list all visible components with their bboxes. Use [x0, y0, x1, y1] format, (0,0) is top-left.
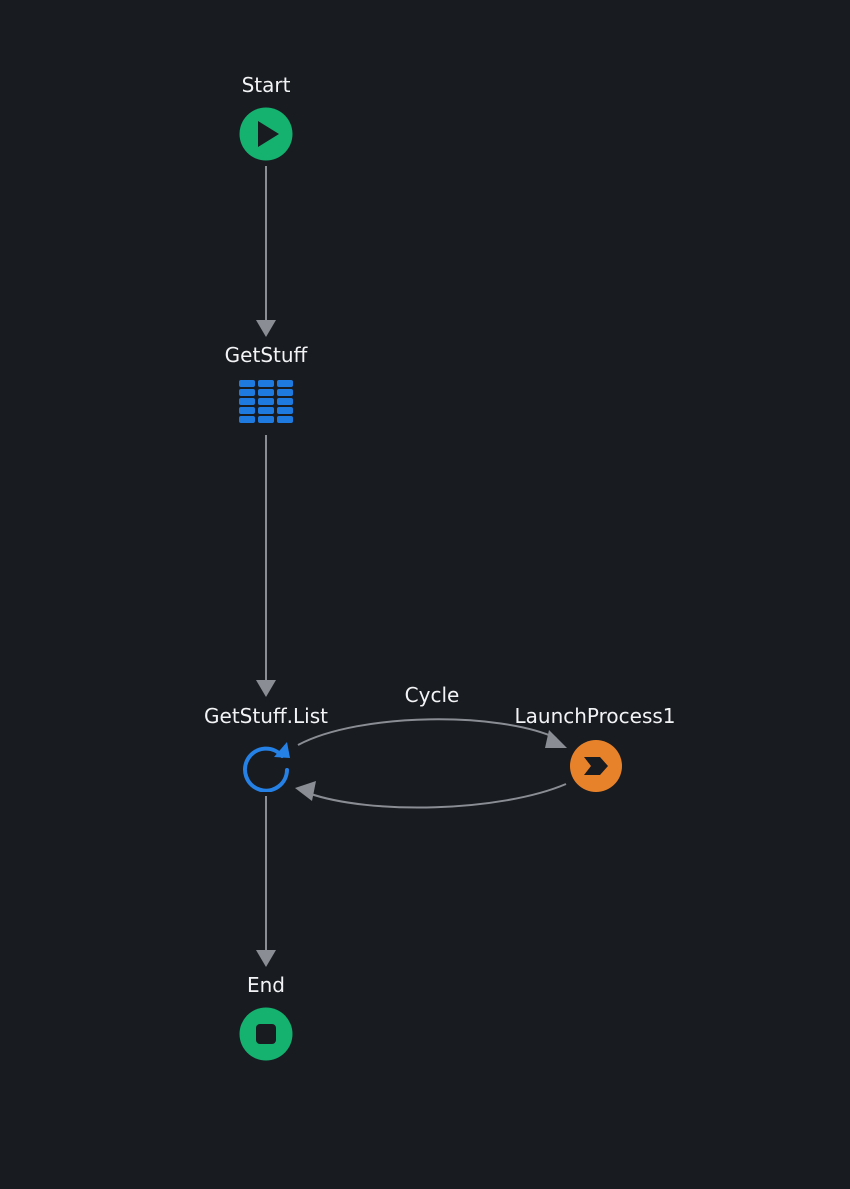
end-node[interactable] — [239, 1007, 293, 1061]
arrowhead-icon — [256, 320, 276, 337]
connector-foreach-to-end[interactable] — [256, 796, 276, 967]
connector-cycle-to-launch[interactable] — [297, 718, 567, 748]
start-node-label: Start — [241, 73, 291, 97]
arrowhead-icon — [256, 680, 276, 697]
aggregate-table-icon — [239, 380, 293, 423]
connector-start-to-getstuff[interactable] — [256, 166, 276, 337]
launch-process-icon — [570, 740, 622, 792]
launch-node[interactable] — [569, 739, 623, 793]
arrowhead-icon — [256, 950, 276, 967]
refresh-loop-icon — [243, 742, 290, 793]
arrowhead-icon — [295, 781, 316, 801]
foreach-node[interactable] — [239, 738, 293, 793]
start-node[interactable] — [239, 107, 293, 161]
foreach-node-label: GetStuff.List — [204, 704, 328, 728]
getstuff-node-label: GetStuff — [224, 343, 308, 367]
connector-getstuff-to-foreach[interactable] — [256, 435, 276, 697]
connector-launch-to-foreach[interactable] — [295, 781, 567, 809]
arrowhead-icon — [545, 730, 567, 748]
getstuff-node[interactable] — [239, 380, 293, 424]
play-icon — [239, 107, 293, 161]
launch-node-label: LaunchProcess1 — [514, 704, 676, 728]
cycle-connector-label: Cycle — [404, 683, 460, 707]
end-node-label: End — [246, 973, 286, 997]
stop-icon — [239, 1007, 293, 1061]
